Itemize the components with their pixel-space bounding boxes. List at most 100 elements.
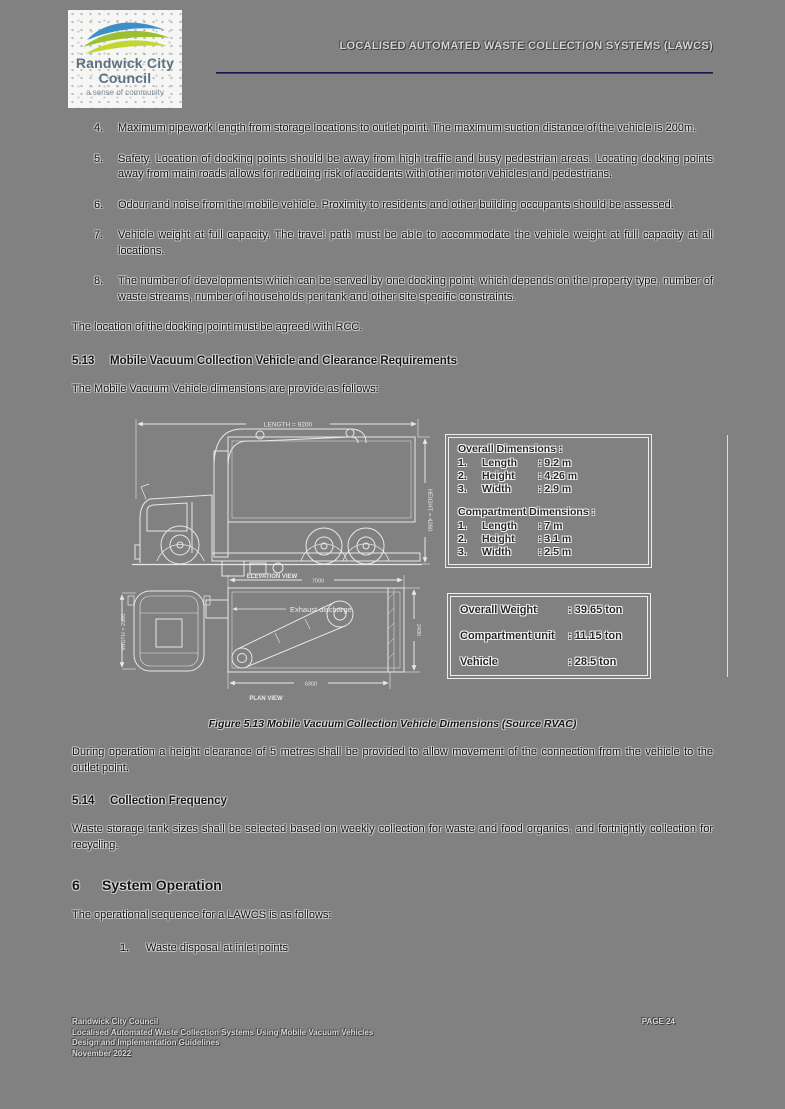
page-number: PAGE 24 bbox=[641, 1017, 675, 1026]
logo-name-line1: Randwick City bbox=[75, 55, 175, 71]
chapter-title: System Operation bbox=[102, 877, 222, 893]
paragraph-sequence-intro: The operational sequence for a LAWCS is … bbox=[72, 909, 332, 921]
header-rule bbox=[216, 72, 713, 74]
page-body: 4. Maximum pipework length from storage … bbox=[72, 118, 728, 957]
row-label: Width bbox=[482, 483, 512, 496]
row-number: 1. bbox=[458, 519, 467, 532]
list-item-number: 4. bbox=[94, 122, 104, 134]
figure-caption: Figure 5.13 Mobile Vacuum Collection Veh… bbox=[208, 718, 577, 730]
requirements-list: 4. Maximum pipework length from storage … bbox=[72, 121, 713, 305]
table-row: Overall Weight : 39.65 ton bbox=[460, 602, 638, 618]
exhaust-discharge-label: Exhaust discharge bbox=[290, 605, 352, 614]
footer-text-block: Randwick City Council Localised Automate… bbox=[72, 1017, 373, 1059]
list-item: 8. The number of developments which can … bbox=[72, 274, 713, 305]
paragraph-clearance: During operation a height clearance of 5… bbox=[72, 746, 713, 774]
paragraph-dimensions-intro: The Mobile Vacuum Vehicle dimensions are… bbox=[72, 382, 379, 395]
row-value: : 3.1 m bbox=[538, 532, 572, 545]
row-label: Compartment unit bbox=[460, 630, 555, 642]
list-item-number: 6. bbox=[94, 198, 104, 211]
row-label: Height bbox=[482, 532, 515, 545]
row-value: : 39.65 ton bbox=[568, 604, 623, 616]
plan-view-label: PLAN VIEW bbox=[249, 696, 283, 702]
table-row: 1. Length : 9.2 m bbox=[458, 457, 639, 470]
section-number: 5.14 bbox=[72, 795, 95, 807]
row-number: 2. bbox=[458, 532, 467, 545]
plan-right-dimension-label: 2490 bbox=[415, 624, 421, 636]
row-value: : 2.9 m bbox=[538, 483, 572, 496]
list-item: 7. Vehicle weight at full capacity. The … bbox=[72, 228, 713, 259]
chapter-heading-6: 6 System Operation bbox=[72, 877, 713, 893]
dimensions-table: Overall Dimensions : 1. Length : 9.2 m 2… bbox=[445, 434, 652, 568]
list-item-number: 8. bbox=[94, 275, 104, 287]
truck-plan-drawing bbox=[119, 575, 420, 689]
section-heading-5-13: 5.13 Mobile Vacuum Collection Vehicle an… bbox=[72, 355, 713, 367]
footer-line: Design and Implementation Guidelines bbox=[72, 1038, 220, 1047]
row-label: Overall Weight bbox=[460, 604, 537, 616]
table-row: 1. Length : 7 m bbox=[458, 520, 639, 533]
row-label: Length bbox=[482, 457, 517, 469]
row-number: 2. bbox=[458, 470, 467, 483]
page-header: Randwick City Council a sense of communi… bbox=[0, 0, 785, 118]
list-item-number: 5. bbox=[94, 152, 104, 165]
section-number: 5.13 bbox=[72, 354, 95, 367]
list-item-text: Vehicle weight at full capacity. The tra… bbox=[118, 229, 713, 257]
list-item: 5. Safety. Location of docking points sh… bbox=[72, 152, 713, 183]
height-dimension-label: HEIGHT = 4260 bbox=[426, 489, 432, 532]
logo-name-line2: Council bbox=[98, 70, 152, 86]
list-item-text: Odour and noise from the mobile vehicle.… bbox=[118, 198, 674, 211]
list-item-text: The number of developments which can be … bbox=[118, 275, 713, 303]
page-footer: Randwick City Council Localised Automate… bbox=[72, 1017, 713, 1059]
compartment-dimensions-title: Compartment Dimensions : bbox=[458, 505, 596, 518]
logo-waves-icon bbox=[83, 22, 170, 54]
truck-elevation-drawing bbox=[132, 419, 430, 577]
row-value: : 28.5 ton bbox=[568, 656, 617, 668]
row-label: Width bbox=[482, 546, 512, 559]
row-value: : 4.26 m bbox=[538, 470, 578, 483]
row-label: Height bbox=[482, 470, 515, 483]
chapter-number: 6 bbox=[72, 877, 80, 893]
section-title: Mobile Vacuum Collection Vehicle and Cle… bbox=[110, 354, 458, 367]
plan-width-dimension-label: WIDTH = 2900 bbox=[121, 614, 127, 651]
row-value: : 2.5 m bbox=[538, 546, 572, 559]
weights-table: Overall Weight : 39.65 ton Compartment u… bbox=[447, 593, 651, 679]
list-item: 1. Waste disposal at inlet points bbox=[72, 941, 713, 957]
list-item: 6. Odour and noise from the mobile vehic… bbox=[72, 198, 713, 214]
figure-border-remnant bbox=[727, 435, 728, 677]
row-value: : 11.15 ton bbox=[568, 630, 622, 642]
section-heading-5-14: 5.14 Collection Frequency bbox=[72, 795, 713, 807]
footer-line: Localised Automated Waste Collection Sys… bbox=[72, 1027, 374, 1037]
paragraph-docking: The location of the docking point must b… bbox=[72, 321, 363, 333]
footer-line: Randwick City Council bbox=[72, 1017, 159, 1026]
list-item-text: Maximum pipework length from storage loc… bbox=[118, 122, 697, 134]
council-logo: Randwick City Council a sense of communi… bbox=[68, 10, 182, 108]
table-row: Vehicle : 28.5 ton bbox=[460, 654, 638, 670]
table-row: 3. Width : 2.5 m bbox=[458, 546, 639, 559]
plan-top-dimension-label: 7000 bbox=[312, 579, 324, 585]
row-value: : 7 m bbox=[538, 519, 563, 532]
row-number: 1. bbox=[458, 457, 467, 469]
list-item: 4. Maximum pipework length from storage … bbox=[72, 121, 713, 137]
table-row: Compartment unit : 11.15 ton bbox=[460, 628, 638, 644]
row-number: 3. bbox=[458, 546, 467, 559]
overall-dimensions-title: Overall Dimensions : bbox=[458, 443, 563, 455]
operation-sequence-list: 1. Waste disposal at inlet points bbox=[72, 941, 713, 957]
row-label: Length bbox=[482, 519, 517, 532]
paragraph-frequency: Waste storage tank sizes shall be select… bbox=[72, 823, 713, 851]
footer-line: November 2022 bbox=[72, 1048, 132, 1058]
elevation-view-label: ELEVATION VIEW bbox=[247, 574, 298, 580]
list-item-text: Safety. Location of docking points shoul… bbox=[118, 152, 713, 181]
vehicle-dimensions-figure: LENGTH = 9200 HEIGHT = 4260 ELEVATION VI… bbox=[100, 407, 740, 713]
plan-bottom-dimension-label: 6300 bbox=[305, 682, 317, 688]
row-number: 3. bbox=[458, 483, 467, 496]
truck-technical-drawing: LENGTH = 9200 HEIGHT = 4260 ELEVATION VI… bbox=[119, 419, 432, 702]
table-row: 2. Height : 3.1 m bbox=[458, 533, 639, 546]
row-value: : 9.2 m bbox=[538, 457, 572, 469]
document-title: LOCALISED AUTOMATED WASTE COLLECTION SYS… bbox=[339, 40, 713, 52]
list-item-text: Waste disposal at inlet points bbox=[146, 941, 289, 954]
row-label: Vehicle bbox=[460, 656, 498, 668]
length-dimension-label: LENGTH = 9200 bbox=[264, 422, 313, 429]
logo-tagline: a sense of community bbox=[86, 88, 164, 97]
list-item-number: 7. bbox=[94, 229, 104, 241]
list-item-number: 1. bbox=[120, 941, 130, 954]
table-row: 3. Width : 2.9 m bbox=[458, 483, 639, 496]
